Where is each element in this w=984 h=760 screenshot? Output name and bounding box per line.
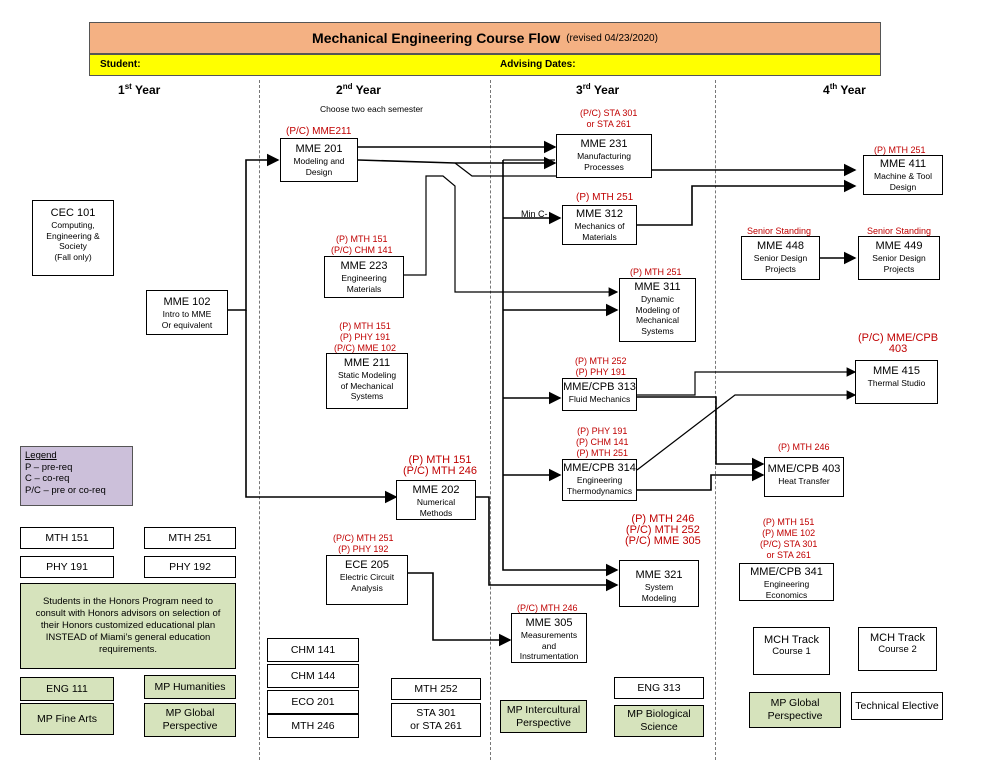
prereq-mme313: (P) MTH 252(P) PHY 191 (575, 356, 627, 377)
course-mch-track-1[interactable]: MCH Track Course 1 (753, 627, 830, 675)
divider-1 (259, 80, 260, 760)
course-mme403[interactable]: MME/CPB 403 Heat Transfer (764, 457, 844, 497)
honors-note: Students in the Honors Program need to c… (20, 583, 236, 669)
course-mme321[interactable]: MME 321 System Modeling (619, 560, 699, 607)
prereq-mme311: (P) MTH 251 (630, 267, 682, 277)
prereq-mme321: (P) MTH 246(P/C) MTH 252(P/C) MME 305 (625, 513, 701, 547)
advising-label: Advising Dates: (500, 59, 576, 70)
course-phy192[interactable]: PHY 192 (144, 556, 236, 578)
prereq-ece205: (P/C) MTH 251(P) PHY 192 (333, 533, 394, 554)
student-label: Student: (100, 59, 141, 70)
course-ece205[interactable]: ECE 205 Electric Circuit Analysis (326, 555, 408, 605)
course-mme448[interactable]: MME 448 Senior Design Projects (741, 236, 820, 280)
course-mme231[interactable]: MME 231 Manufacturing Processes (556, 134, 652, 178)
course-technical-elective[interactable]: Technical Elective (851, 692, 943, 720)
course-eng111[interactable]: ENG 111 (20, 677, 114, 701)
title-bar: Mechanical Engineering Course Flow (revi… (89, 22, 881, 54)
course-eng313[interactable]: ENG 313 (614, 677, 704, 699)
prereq-mme449: Senior Standing (867, 226, 932, 236)
course-mme449[interactable]: MME 449 Senior Design Projects (858, 236, 940, 280)
prereq-mme201: (P/C) MME211 (286, 126, 352, 137)
course-mp-biological[interactable]: MP Biological Science (614, 705, 704, 737)
divider-2 (490, 80, 491, 760)
course-mme314[interactable]: MME/CPB 314 Engineering Thermodynamics (562, 459, 637, 501)
course-mth252[interactable]: MTH 252 (391, 678, 481, 700)
year-4-header: 4th Year (823, 82, 866, 97)
course-sta301[interactable]: STA 301 or STA 261 (391, 703, 481, 737)
course-mme411[interactable]: MME 411 Machine & Tool Design (863, 155, 943, 195)
course-code: CEC 101 (50, 207, 96, 219)
course-mth251[interactable]: MTH 251 (144, 527, 236, 549)
prereq-mme202: (P) MTH 151(P/C) MTH 246 (403, 454, 477, 477)
course-mme415[interactable]: MME 415 Thermal Studio (855, 360, 938, 404)
student-bar: Student: Advising Dates: (89, 54, 881, 76)
course-mp-fine-arts[interactable]: MP Fine Arts (20, 703, 114, 735)
page-title: Mechanical Engineering Course Flow (312, 30, 561, 46)
course-mme202[interactable]: MME 202 Numerical Methods (396, 480, 476, 520)
course-mme211[interactable]: MME 211 Static Modeling of Mechanical Sy… (326, 353, 408, 409)
course-mme312[interactable]: MME 312 Mechanics of Materials (562, 205, 637, 245)
course-chm144[interactable]: CHM 144 (267, 664, 359, 688)
course-mme102[interactable]: MME 102 Intro to MME Or equivalent (146, 290, 228, 335)
prereq-mme312: (P) MTH 251 (576, 192, 634, 203)
prereq-mme411: (P) MTH 251 (874, 145, 926, 155)
course-eco201[interactable]: ECO 201 (267, 690, 359, 714)
course-mme341[interactable]: MME/CPB 341 Engineering Economics (739, 563, 834, 601)
prereq-mme305: (P/C) MTH 246 (517, 603, 578, 613)
course-mch-track-2[interactable]: MCH Track Course 2 (858, 627, 937, 671)
course-mth151[interactable]: MTH 151 (20, 527, 114, 549)
course-mme311[interactable]: MME 311 Dynamic Modeling of Mechanical S… (619, 278, 696, 342)
course-mme305[interactable]: MME 305 Measurements and Instrumentation (511, 613, 587, 663)
legend-title: Legend (25, 450, 57, 461)
prereq-mme211: (P) MTH 151(P) PHY 191(P/C) MME 102 (334, 321, 397, 353)
course-cec101[interactable]: CEC 101 Computing, Engineering & Society… (32, 200, 114, 276)
course-mp-intercultural[interactable]: MP Intercultural Perspective (500, 700, 587, 733)
prereq-mme403: (P) MTH 246 (778, 442, 830, 452)
year-2-header: 2nd Year (336, 82, 381, 97)
course-mme313[interactable]: MME/CPB 313 Fluid Mechanics (562, 378, 637, 411)
course-phy191[interactable]: PHY 191 (20, 556, 114, 578)
min-grade-label: Min C- (521, 209, 548, 219)
course-mme223[interactable]: MME 223 Engineering Materials (324, 256, 404, 298)
legend: Legend P – pre-req C – co-req P/C – pre … (20, 446, 133, 506)
course-mp-global-2[interactable]: MP Global Perspective (749, 692, 841, 728)
course-mme201[interactable]: MME 201 Modeling and Design (280, 138, 358, 182)
course-chm141[interactable]: CHM 141 (267, 638, 359, 662)
year-3-header: 3rd Year (576, 82, 620, 97)
year-1-header: 1st Year (118, 82, 161, 97)
revised-date: (revised 04/23/2020) (566, 32, 658, 44)
prereq-mme314: (P) PHY 191(P) CHM 141(P) MTH 251 (576, 426, 629, 458)
course-mp-humanities[interactable]: MP Humanities (144, 675, 236, 699)
prereq-mme223: (P) MTH 151(P/C) CHM 141 (331, 234, 393, 255)
course-mth246[interactable]: MTH 246 (267, 714, 359, 738)
course-mp-global-1[interactable]: MP Global Perspective (144, 703, 236, 737)
prereq-mme448: Senior Standing (747, 226, 812, 236)
choose-note: Choose two each semester (320, 104, 423, 114)
